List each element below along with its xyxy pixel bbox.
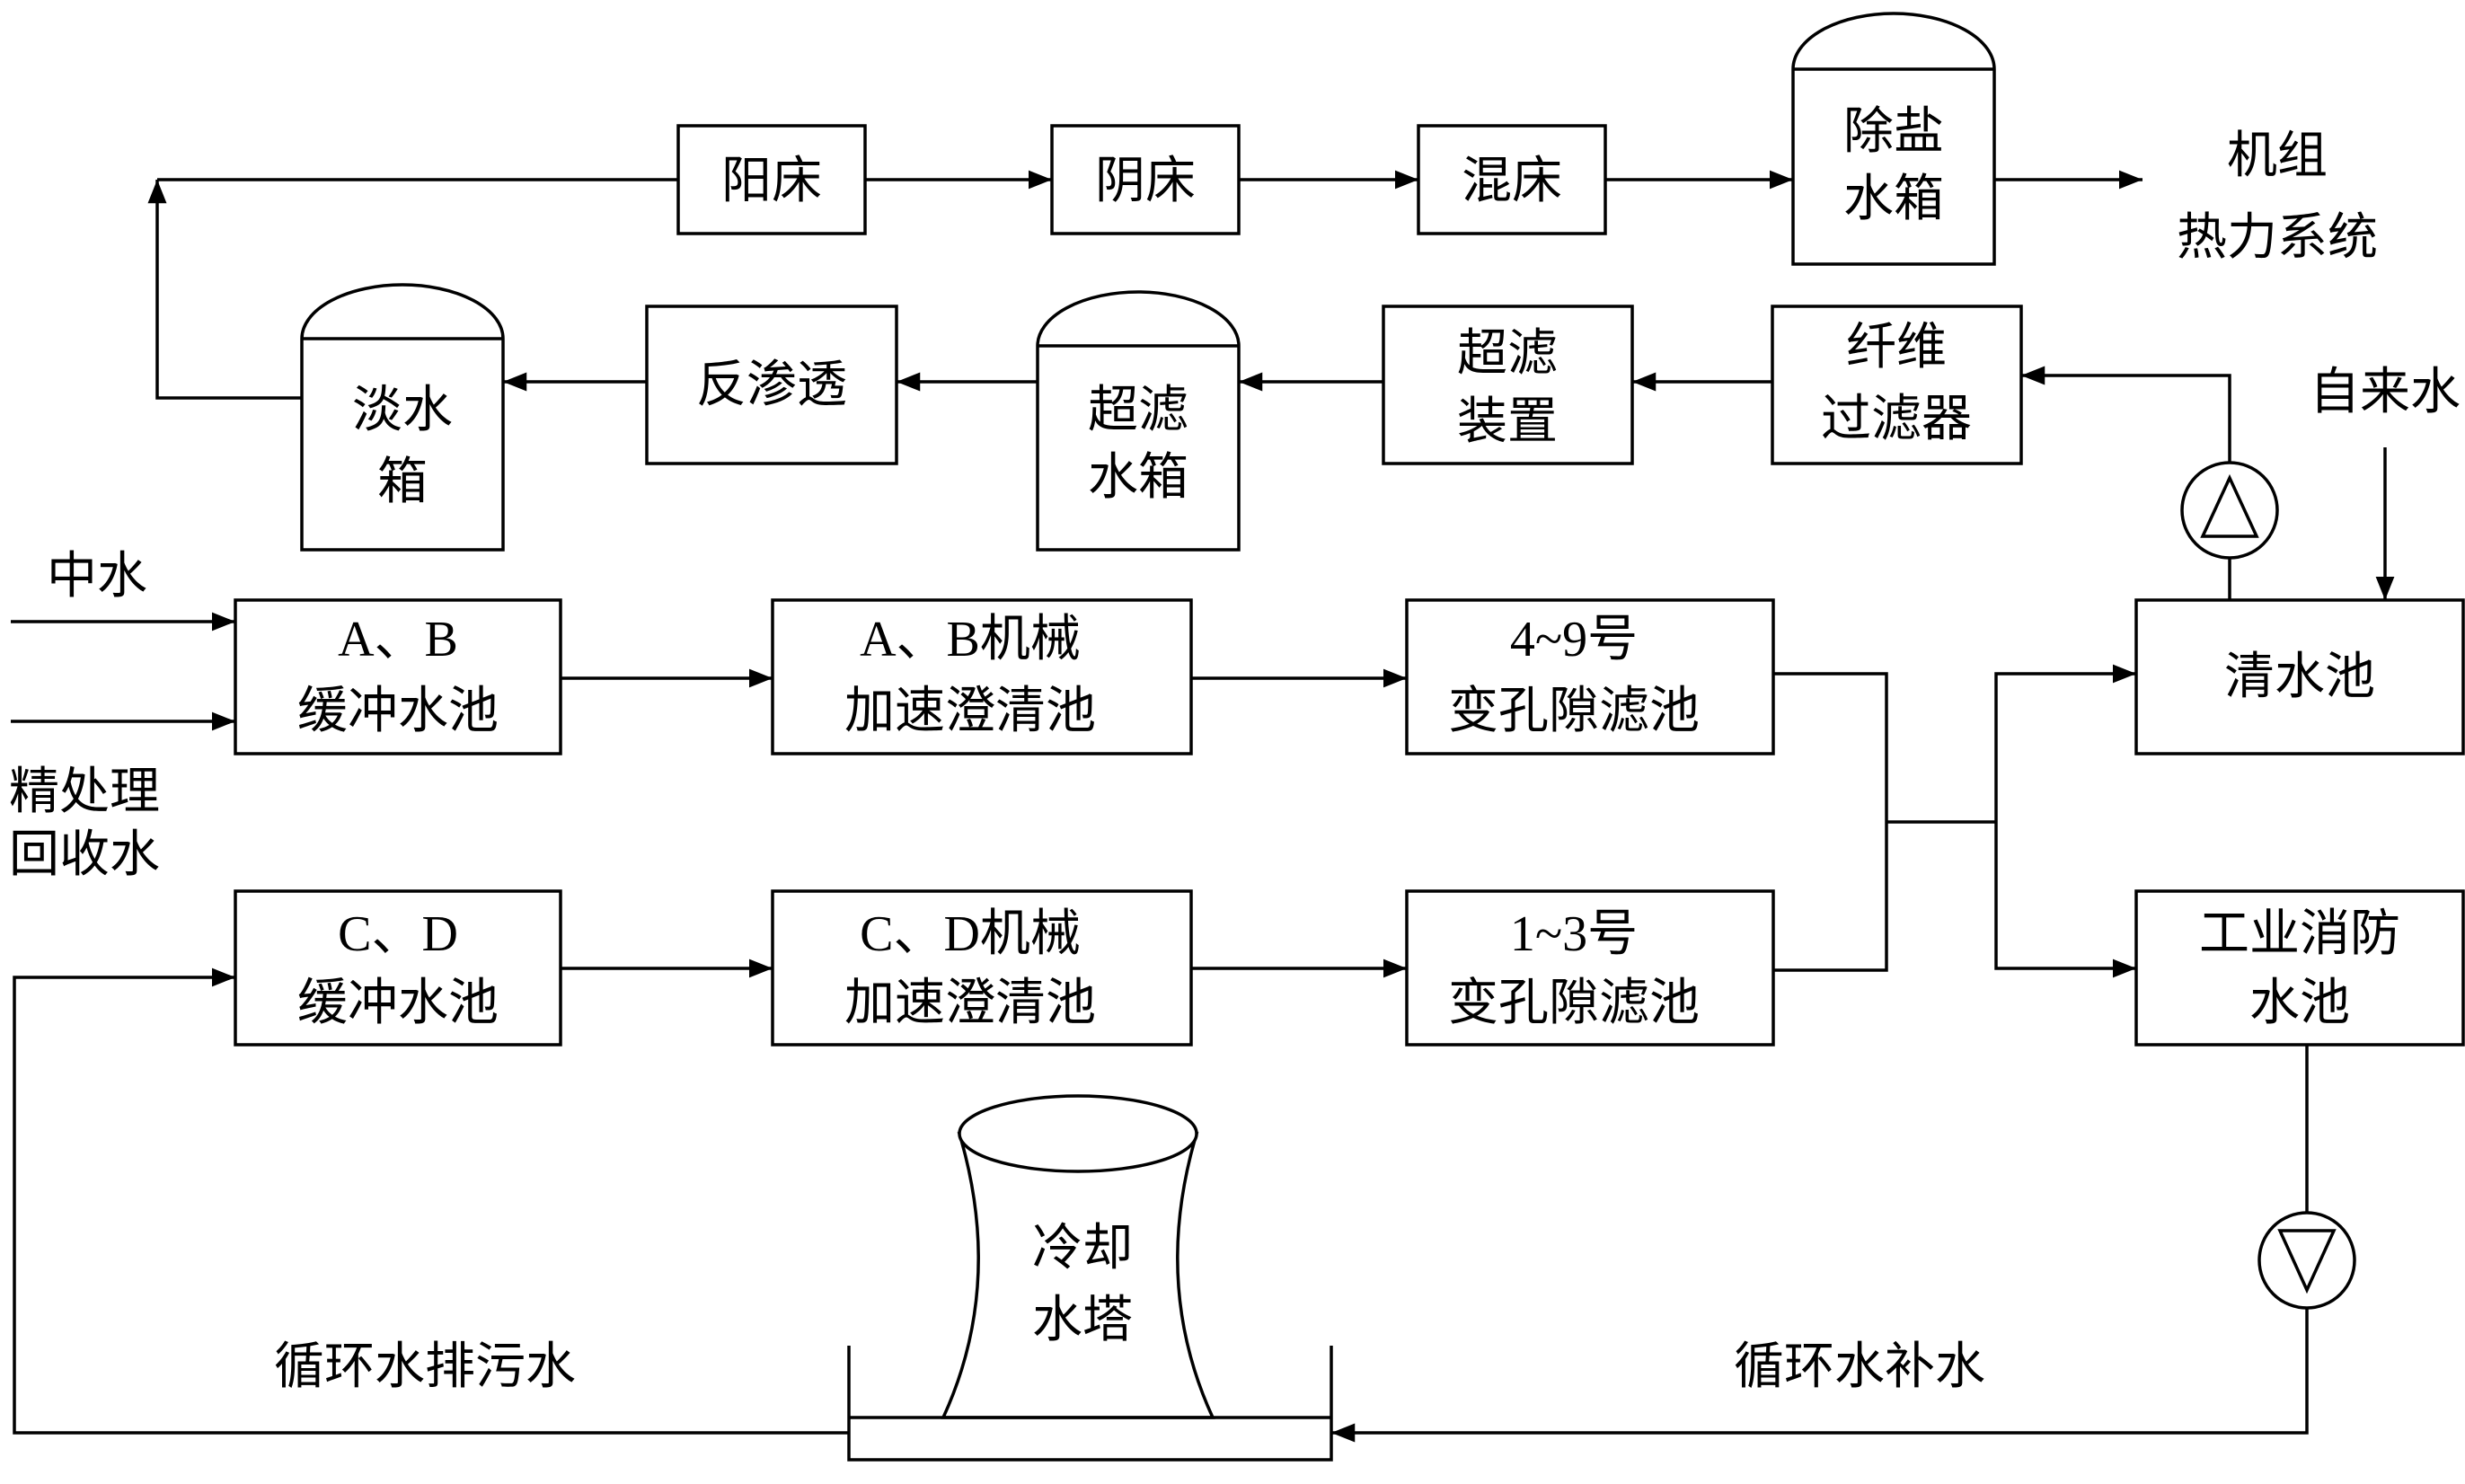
cooling-tower-label-1: 冷却 — [1032, 1221, 1133, 1276]
clear-pool-box — [2134, 598, 2465, 755]
filter-1-3-label-2: 变孔隙滤池 — [1448, 976, 1700, 1031]
fire-pool-label-2: 水池 — [2249, 976, 2350, 1031]
reverse-osmosis-label: 反渗透 — [696, 358, 847, 413]
pump-icon-triangle — [2200, 473, 2259, 538]
mixed-bed-box — [1417, 124, 1607, 235]
filter-4-9-box — [1405, 598, 1775, 755]
demin-tank-label-2: 水箱 — [1843, 172, 1944, 227]
ab-clarifier-label-1: A、B机械 — [860, 612, 1081, 667]
polishing-return-label-2: 回收水 — [9, 827, 160, 883]
clear-pool-label: 清水池 — [2224, 649, 2375, 705]
fresh-tank-label-2: 箱 — [377, 455, 428, 510]
arrow-makeup-to-cooling-basin — [1331, 1308, 2309, 1443]
ab-clarifier-box — [771, 598, 1193, 755]
filter-1-3-box — [1405, 889, 1775, 1047]
cooling-basin-icon — [847, 1346, 1333, 1462]
uf-device-label-2: 装置 — [1457, 394, 1558, 450]
arrow-merge-to-fire-pool — [1994, 822, 2136, 978]
uf-device-label-1: 超滤 — [1457, 326, 1558, 382]
reverse-osmosis-box — [645, 305, 898, 465]
mixed-bed-label: 混床 — [1462, 154, 1562, 209]
fresh-tank-label-1: 淡水 — [352, 383, 453, 438]
makeup-label: 循环水补水 — [1734, 1339, 1985, 1395]
anion-bed-box — [1050, 124, 1241, 235]
ab-buffer-box — [234, 598, 562, 755]
cd-buffer-label-2: 缓冲水池 — [297, 976, 499, 1031]
tap-water-label: 自来水 — [2310, 365, 2461, 420]
fresh-tank-icon — [300, 283, 505, 552]
fiber-filter-box — [1771, 305, 2023, 465]
arrow-fresh-tank-to-cation-bed — [147, 180, 302, 400]
demin-tank-label-1: 除盐 — [1843, 104, 1944, 160]
cooling-tower-label-2: 水塔 — [1032, 1293, 1133, 1348]
cooling-tower-top — [958, 1094, 1198, 1173]
fiber-filter-label-2: 过滤器 — [1821, 392, 1972, 447]
filter-4-9-label-2: 变孔隙滤池 — [1448, 684, 1700, 739]
makeup-pump-icon-triangle — [2277, 1229, 2337, 1294]
uf-tank-label-1: 超滤 — [1088, 383, 1188, 438]
ab-buffer-label-2: 缓冲水池 — [297, 684, 499, 739]
arrow-pump-to-fiber-filter — [2021, 366, 2231, 463]
uf-device-box — [1382, 305, 1634, 465]
cd-clarifier-label-2: 加速澄清池 — [844, 976, 1096, 1031]
fire-pool-label-1: 工业消防 — [2199, 906, 2400, 962]
reclaimed-water-label: 中水 — [47, 549, 147, 605]
ab-buffer-label-1: A、B — [338, 612, 458, 667]
unit-thermal-label-1: 机组 — [2227, 128, 2328, 184]
cation-bed-label: 阳床 — [721, 154, 822, 209]
filter-4-9-label-1: 4~9号 — [1510, 612, 1638, 667]
polishing-return-label-1: 精处理 — [9, 764, 160, 820]
anion-bed-label: 阴床 — [1095, 154, 1196, 209]
cd-clarifier-box — [771, 889, 1193, 1047]
unit-thermal-label-2: 热力系统 — [2177, 210, 2378, 266]
cd-clarifier-label-1: C、D机械 — [860, 906, 1081, 962]
filter-1-3-label-1: 1~3号 — [1510, 906, 1638, 962]
blowdown-label: 循环水排污水 — [274, 1339, 576, 1395]
fire-pool-box — [2134, 889, 2465, 1047]
uf-tank-label-2: 水箱 — [1088, 450, 1188, 506]
cation-bed-box — [676, 124, 867, 235]
arrow-merge-to-clear-pool — [1994, 664, 2136, 822]
cd-buffer-label-1: C、D — [338, 906, 458, 962]
fiber-filter-label-1: 纤维 — [1846, 320, 1947, 375]
line-filter-4-9-out — [1773, 672, 1888, 822]
line-filter-1-3-out — [1773, 822, 1888, 972]
demin-tank-icon — [1791, 12, 1996, 266]
ab-clarifier-label-2: 加速澄清池 — [844, 684, 1096, 739]
arrow-blowdown-to-cd-buffer — [13, 967, 849, 1435]
uf-tank-icon — [1036, 290, 1241, 552]
